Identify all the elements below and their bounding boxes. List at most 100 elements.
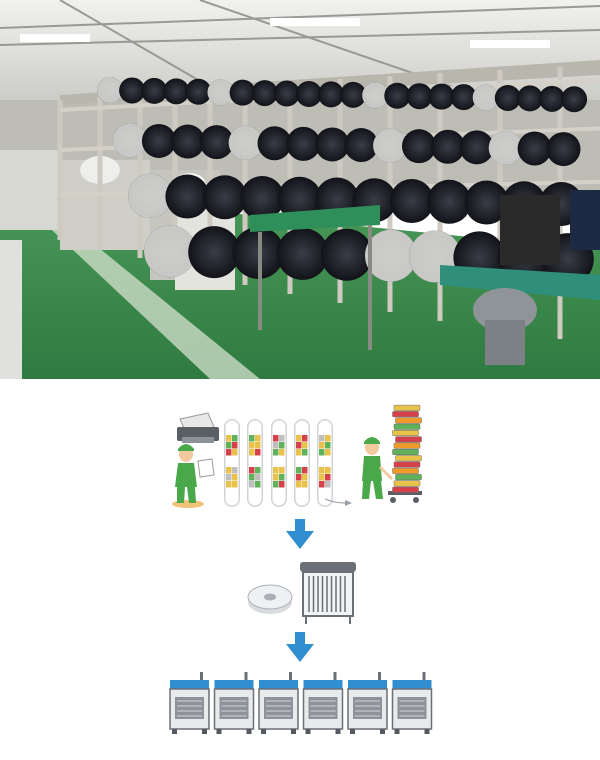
slot-cell <box>302 467 308 474</box>
ceiling-light <box>470 40 550 48</box>
component-reel <box>320 228 373 281</box>
slot-cell <box>296 474 302 481</box>
component-reel <box>276 227 329 280</box>
slot-cell <box>232 435 238 442</box>
slot-cell <box>296 481 302 488</box>
component-reel <box>494 84 521 111</box>
component-reel <box>517 131 552 166</box>
reel-icon <box>247 584 293 614</box>
component-reel <box>257 126 292 161</box>
feeder-rack-icon <box>300 562 356 624</box>
component-reel <box>119 77 146 104</box>
slot-cell <box>319 474 325 481</box>
component-reel <box>277 176 322 221</box>
component-reel <box>546 132 581 167</box>
mounter-machine-icon <box>347 672 388 734</box>
slot-cell <box>226 449 232 456</box>
warehouse-photo <box>0 0 600 379</box>
slot-cell <box>325 449 331 456</box>
flow-arrow-head <box>345 500 352 506</box>
slot-cell <box>302 442 308 449</box>
slot-cell <box>319 442 325 449</box>
slot-cell <box>325 467 331 474</box>
slot-cell <box>296 467 302 474</box>
slot-cell <box>279 435 285 442</box>
desk-area <box>440 190 600 365</box>
slot-cell <box>279 474 285 481</box>
slot-cell <box>319 435 325 442</box>
slot-grid-icon <box>224 419 346 507</box>
slot-cell <box>296 442 302 449</box>
component-reel <box>199 125 234 160</box>
component-reel <box>344 128 379 163</box>
ceiling-light <box>270 18 360 26</box>
slot-cell <box>232 442 238 449</box>
slot-cell <box>273 474 279 481</box>
mounting-step <box>169 672 433 734</box>
slot-cell <box>319 449 325 456</box>
component-reel <box>318 81 344 108</box>
loading-step <box>247 562 356 624</box>
slot-cell <box>232 481 238 488</box>
slot-cell <box>232 449 238 456</box>
slot-cell <box>226 467 232 474</box>
slot-cell <box>279 481 285 488</box>
component-reel <box>516 85 543 112</box>
component-reel <box>428 83 455 110</box>
slot-cell <box>226 442 232 449</box>
component-reel <box>402 129 436 164</box>
down-arrow <box>286 519 314 549</box>
worker-cart-icon <box>362 404 422 503</box>
component-reel <box>170 124 205 159</box>
slot-cell <box>273 467 279 474</box>
slot-cell <box>226 435 232 442</box>
component-reel <box>389 179 434 224</box>
component-reel <box>185 78 212 105</box>
slot-cell <box>325 435 331 442</box>
slot-cell <box>302 435 308 442</box>
mounter-machine-icon <box>213 672 255 734</box>
mounter-machine-icon <box>302 672 344 734</box>
component-reel <box>430 129 465 164</box>
slot-cell <box>255 449 261 456</box>
slot-cell <box>273 481 279 488</box>
slot-cell <box>255 481 261 488</box>
reel-stack <box>392 404 422 493</box>
slot-cell <box>296 449 302 456</box>
printer-icon <box>177 412 219 443</box>
component-reel <box>286 126 321 161</box>
slot-cell <box>319 467 325 474</box>
component-reel <box>384 82 411 109</box>
slot-cell <box>273 449 279 456</box>
component-reel <box>561 86 588 113</box>
slot-cell <box>302 474 308 481</box>
component-reel <box>273 80 300 107</box>
component-reel <box>251 80 278 107</box>
slot-cell <box>249 481 255 488</box>
slot-cell <box>296 435 302 442</box>
slot-cell <box>279 449 285 456</box>
component-reel <box>229 79 256 106</box>
workbench <box>250 205 380 350</box>
mounter-machine-icon <box>391 672 433 734</box>
component-reel <box>406 83 433 110</box>
slot-cell <box>302 481 308 488</box>
component-reel <box>141 77 168 104</box>
kitting-step <box>172 404 422 508</box>
slot-cell <box>232 467 238 474</box>
component-reel <box>163 78 190 105</box>
slot-cell <box>249 442 255 449</box>
slot-cell <box>249 449 255 456</box>
component-reel <box>450 84 477 111</box>
component-reel <box>539 85 565 112</box>
cabinet <box>0 240 22 379</box>
slot-cell <box>273 435 279 442</box>
slot-cell <box>319 481 325 488</box>
component-reel <box>427 179 472 224</box>
worker-icon <box>172 444 215 508</box>
slot-cell <box>255 474 261 481</box>
slot-cell <box>273 442 279 449</box>
slot-cell <box>302 449 308 456</box>
slot-cell <box>279 467 285 474</box>
slot-cell <box>226 474 232 481</box>
